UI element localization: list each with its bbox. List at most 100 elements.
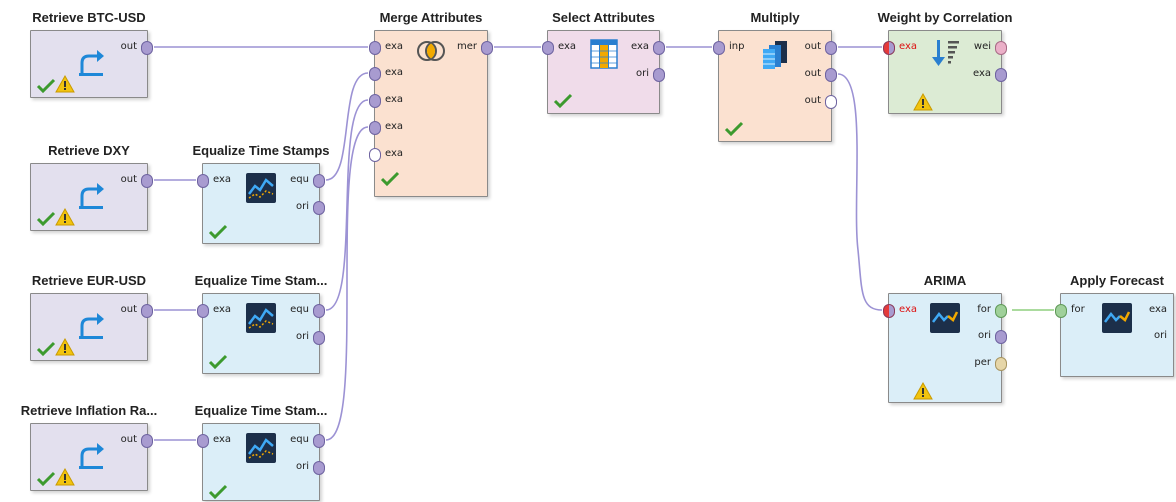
port-label-mer: mer (456, 41, 477, 52)
output-port-exa[interactable] (995, 68, 1007, 82)
input-port-exa[interactable] (883, 41, 895, 55)
operator-body[interactable]: out (30, 423, 153, 491)
retrieve-arrow-icon (79, 183, 104, 209)
time-series-chart-icon (930, 303, 960, 333)
port-label-equ: equ (290, 174, 309, 185)
operator-body[interactable]: inp out out out (713, 30, 837, 142)
port-label-exa: exa (899, 41, 918, 52)
port-label-out: out (120, 304, 137, 315)
operator-weight-by-correlation[interactable]: Weight by Correlation exa wei exa (878, 10, 1012, 114)
output-port-equ[interactable] (313, 304, 325, 318)
input-port-exa-4[interactable] (369, 121, 381, 135)
input-port-inp[interactable] (713, 41, 725, 55)
operator-title: Retrieve EUR-USD (31, 273, 147, 288)
input-port-exa[interactable] (197, 174, 209, 188)
port-label-out: out (120, 41, 137, 52)
operator-retrieve-inflation-rate[interactable]: Retrieve Inflation Ra... out (21, 403, 157, 491)
output-port-ori[interactable] (313, 461, 325, 475)
output-port-equ[interactable] (313, 434, 325, 448)
output-port-mer[interactable] (481, 41, 493, 55)
wire-equalize2-to-merge (325, 99, 369, 311)
operator-apply-forecast[interactable]: Apply Forecast for exa ori (1055, 273, 1174, 377)
output-port-for[interactable] (995, 304, 1007, 318)
output-port-ori[interactable] (653, 68, 665, 82)
port-label-exa: exa (385, 121, 404, 132)
operator-equalize-time-stamps-3[interactable]: Equalize Time Stam... exa equ ori (195, 403, 327, 501)
operator-retrieve-dxy[interactable]: Retrieve DXY out (30, 143, 153, 231)
input-port-for[interactable] (1055, 304, 1067, 318)
output-port-out[interactable] (141, 304, 153, 318)
input-port-exa[interactable] (197, 304, 209, 318)
port-label-exa: exa (213, 434, 232, 445)
operator-body[interactable]: exa equ ori (197, 293, 325, 374)
operator-retrieve-btc-usd[interactable]: Retrieve BTC-USD out (30, 10, 153, 98)
port-label-exa: exa (1148, 304, 1167, 315)
output-port-out-3[interactable] (825, 95, 837, 109)
output-port-wei[interactable] (995, 41, 1007, 55)
output-port-per[interactable] (995, 357, 1007, 371)
operator-title: Weight by Correlation (877, 10, 1013, 25)
output-port-equ[interactable] (313, 174, 325, 188)
operator-title: Merge Attributes (379, 10, 483, 25)
output-port-out[interactable] (141, 434, 153, 448)
operator-multiply[interactable]: Multiply inp out out out (713, 10, 837, 142)
check-icon (724, 121, 744, 137)
port-label-exa: exa (972, 68, 991, 79)
operator-retrieve-eur-usd[interactable]: Retrieve EUR-USD out (30, 273, 153, 361)
input-port-exa-1[interactable] (369, 41, 381, 55)
port-label-exa: exa (558, 41, 577, 52)
port-label-exa: exa (899, 304, 918, 315)
port-label-equ: equ (290, 434, 309, 445)
operator-body[interactable]: out (30, 30, 153, 98)
output-port-ori[interactable] (995, 330, 1007, 344)
operator-body[interactable]: exa exa ori (542, 30, 665, 114)
time-series-chart-icon (1102, 303, 1132, 333)
input-port-exa-5[interactable] (369, 148, 381, 162)
time-series-chart-icon (246, 173, 276, 203)
port-label-out: out (804, 95, 821, 106)
output-port-out[interactable] (141, 174, 153, 188)
warning-icon (55, 338, 75, 356)
operator-title: Retrieve DXY (48, 143, 130, 158)
operator-select-attributes[interactable]: Select Attributes exa exa ori (542, 10, 665, 114)
operator-equalize-time-stamps-1[interactable]: Equalize Time Stamps exa equ ori (192, 143, 330, 244)
port-label-wei: wei (973, 41, 991, 52)
check-icon (36, 211, 56, 227)
port-label-ori: ori (295, 331, 309, 342)
operator-equalize-time-stamps-2[interactable]: Equalize Time Stam... exa equ ori (195, 273, 327, 374)
input-port-exa[interactable] (197, 434, 209, 448)
output-port-exa[interactable] (653, 41, 665, 55)
port-label-ori: ori (1153, 330, 1167, 341)
operator-arima[interactable]: ARIMA exa for ori per (883, 273, 1007, 403)
output-port-ori[interactable] (313, 331, 325, 345)
input-port-exa-2[interactable] (369, 67, 381, 81)
port-label-for: for (1071, 304, 1085, 315)
time-series-chart-icon (246, 303, 276, 333)
operator-title: Multiply (750, 10, 800, 25)
check-icon (36, 341, 56, 357)
operator-body[interactable]: exa exa exa exa exa mer (369, 30, 493, 197)
operator-merge-attributes[interactable]: Merge Attributes exa exa exa exa exa mer (369, 10, 493, 197)
input-port-exa[interactable] (542, 41, 554, 55)
input-port-exa[interactable] (883, 304, 895, 318)
operator-body[interactable]: exa equ ori (197, 423, 325, 501)
port-label-ori: ori (295, 201, 309, 212)
warning-icon (55, 468, 75, 486)
port-label-exa: exa (385, 94, 404, 105)
wire-equalize3-to-merge (325, 126, 369, 441)
input-port-exa-3[interactable] (369, 94, 381, 108)
check-icon (380, 171, 400, 187)
output-port-out[interactable] (141, 41, 153, 55)
operator-body[interactable]: exa wei exa (883, 30, 1007, 114)
operator-body[interactable]: exa equ ori (197, 163, 325, 244)
operator-body[interactable]: for exa ori (1055, 293, 1174, 377)
output-port-ori[interactable] (313, 201, 325, 215)
operator-title: Retrieve BTC-USD (32, 10, 146, 25)
output-port-out-1[interactable] (825, 41, 837, 55)
port-label-out: out (120, 434, 137, 445)
port-label-ori: ori (977, 330, 991, 341)
operator-body[interactable]: out (30, 293, 153, 361)
operator-body[interactable]: exa for ori per (883, 293, 1007, 403)
output-port-out-2[interactable] (825, 68, 837, 82)
operator-body[interactable]: out (30, 163, 153, 231)
